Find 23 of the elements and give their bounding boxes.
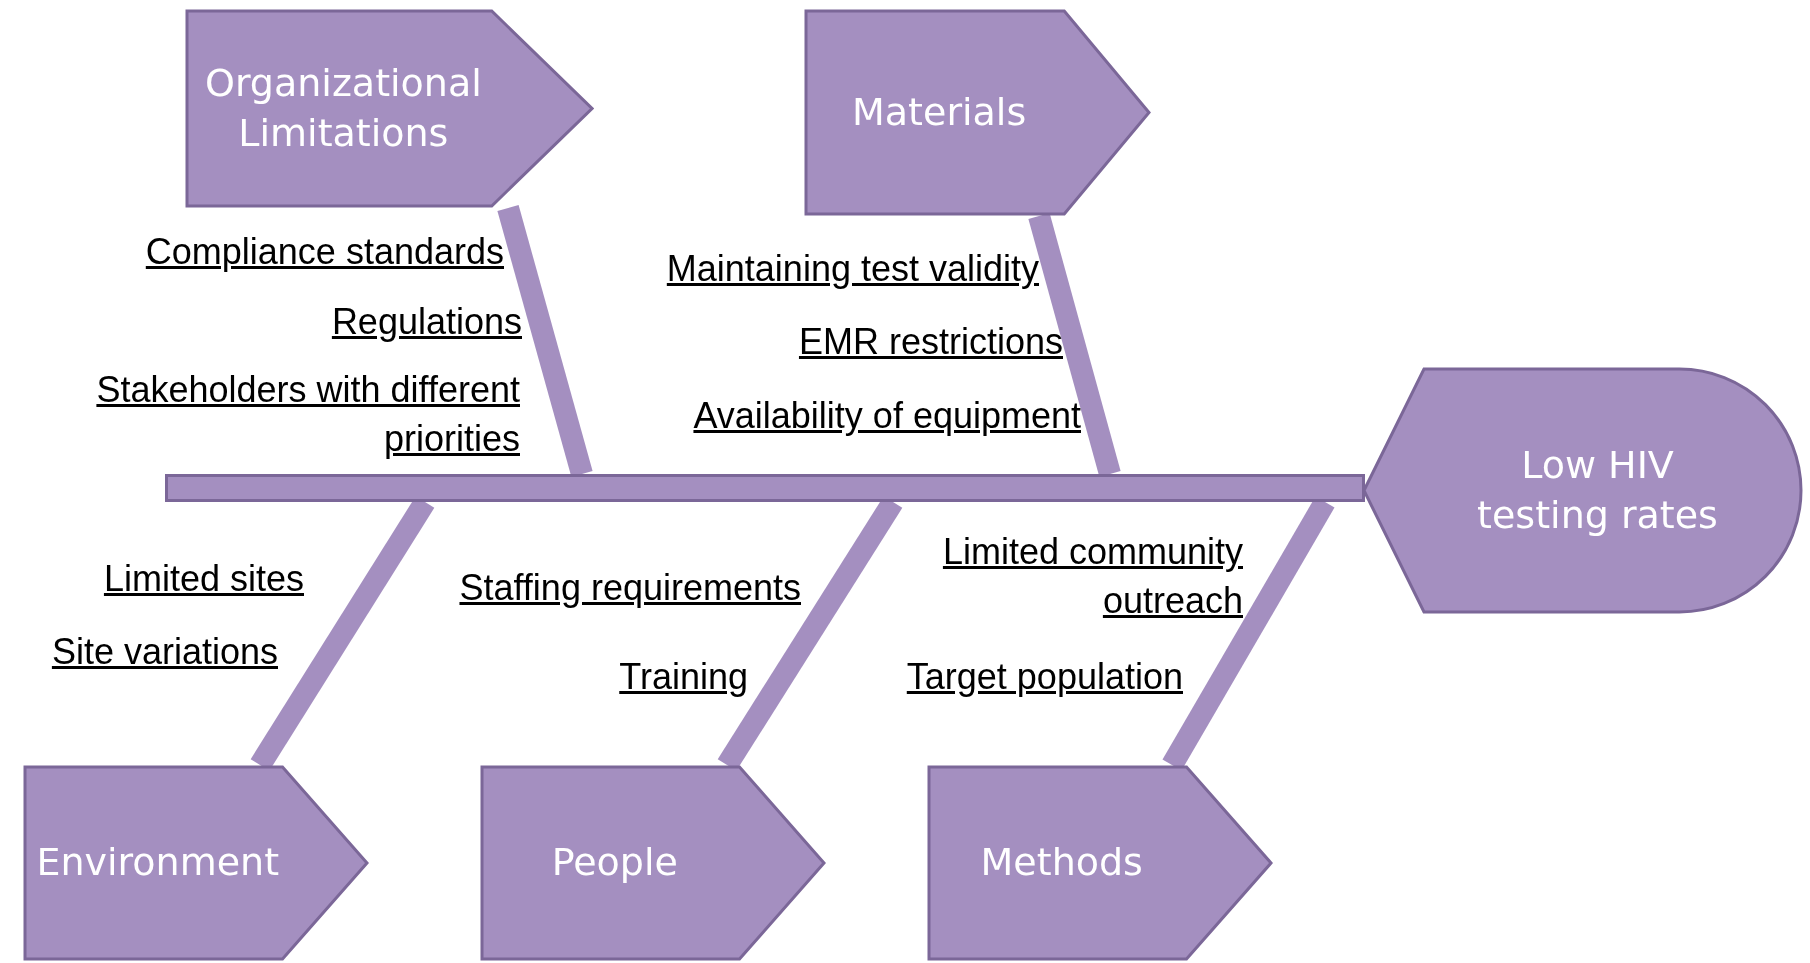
cause-label: Training (618, 655, 748, 699)
cause-label: Site variations (50, 630, 278, 674)
cause-label: Limited community outreach (941, 530, 1243, 623)
category-arrow-box (185, 9, 594, 208)
category-arrow-box (804, 9, 1151, 216)
cause-label: Regulations (330, 300, 522, 344)
category-label: Methods (979, 839, 1144, 887)
cause-label: Compliance standards (144, 230, 504, 274)
category-label: Environment (35, 839, 281, 887)
category-arrow-box (927, 765, 1273, 961)
category-label: People (550, 839, 679, 887)
cause-label: Limited sites (102, 557, 304, 601)
cause-label: Staffing requirements (458, 566, 801, 610)
category-arrow-box (23, 765, 369, 961)
category-arrow-box (480, 765, 826, 961)
cause-label: Availability of equipment (692, 394, 1081, 438)
spine-bar (165, 474, 1365, 502)
category-label: Materials (851, 88, 1028, 136)
category-label: Organizational Limitations (204, 60, 483, 157)
category-label: Low HIV testing rates (1476, 442, 1719, 539)
cause-label: EMR restrictions (797, 320, 1063, 364)
cause-label: Stakeholders with different priorities (95, 368, 520, 461)
effect-shape (1362, 367, 1803, 614)
